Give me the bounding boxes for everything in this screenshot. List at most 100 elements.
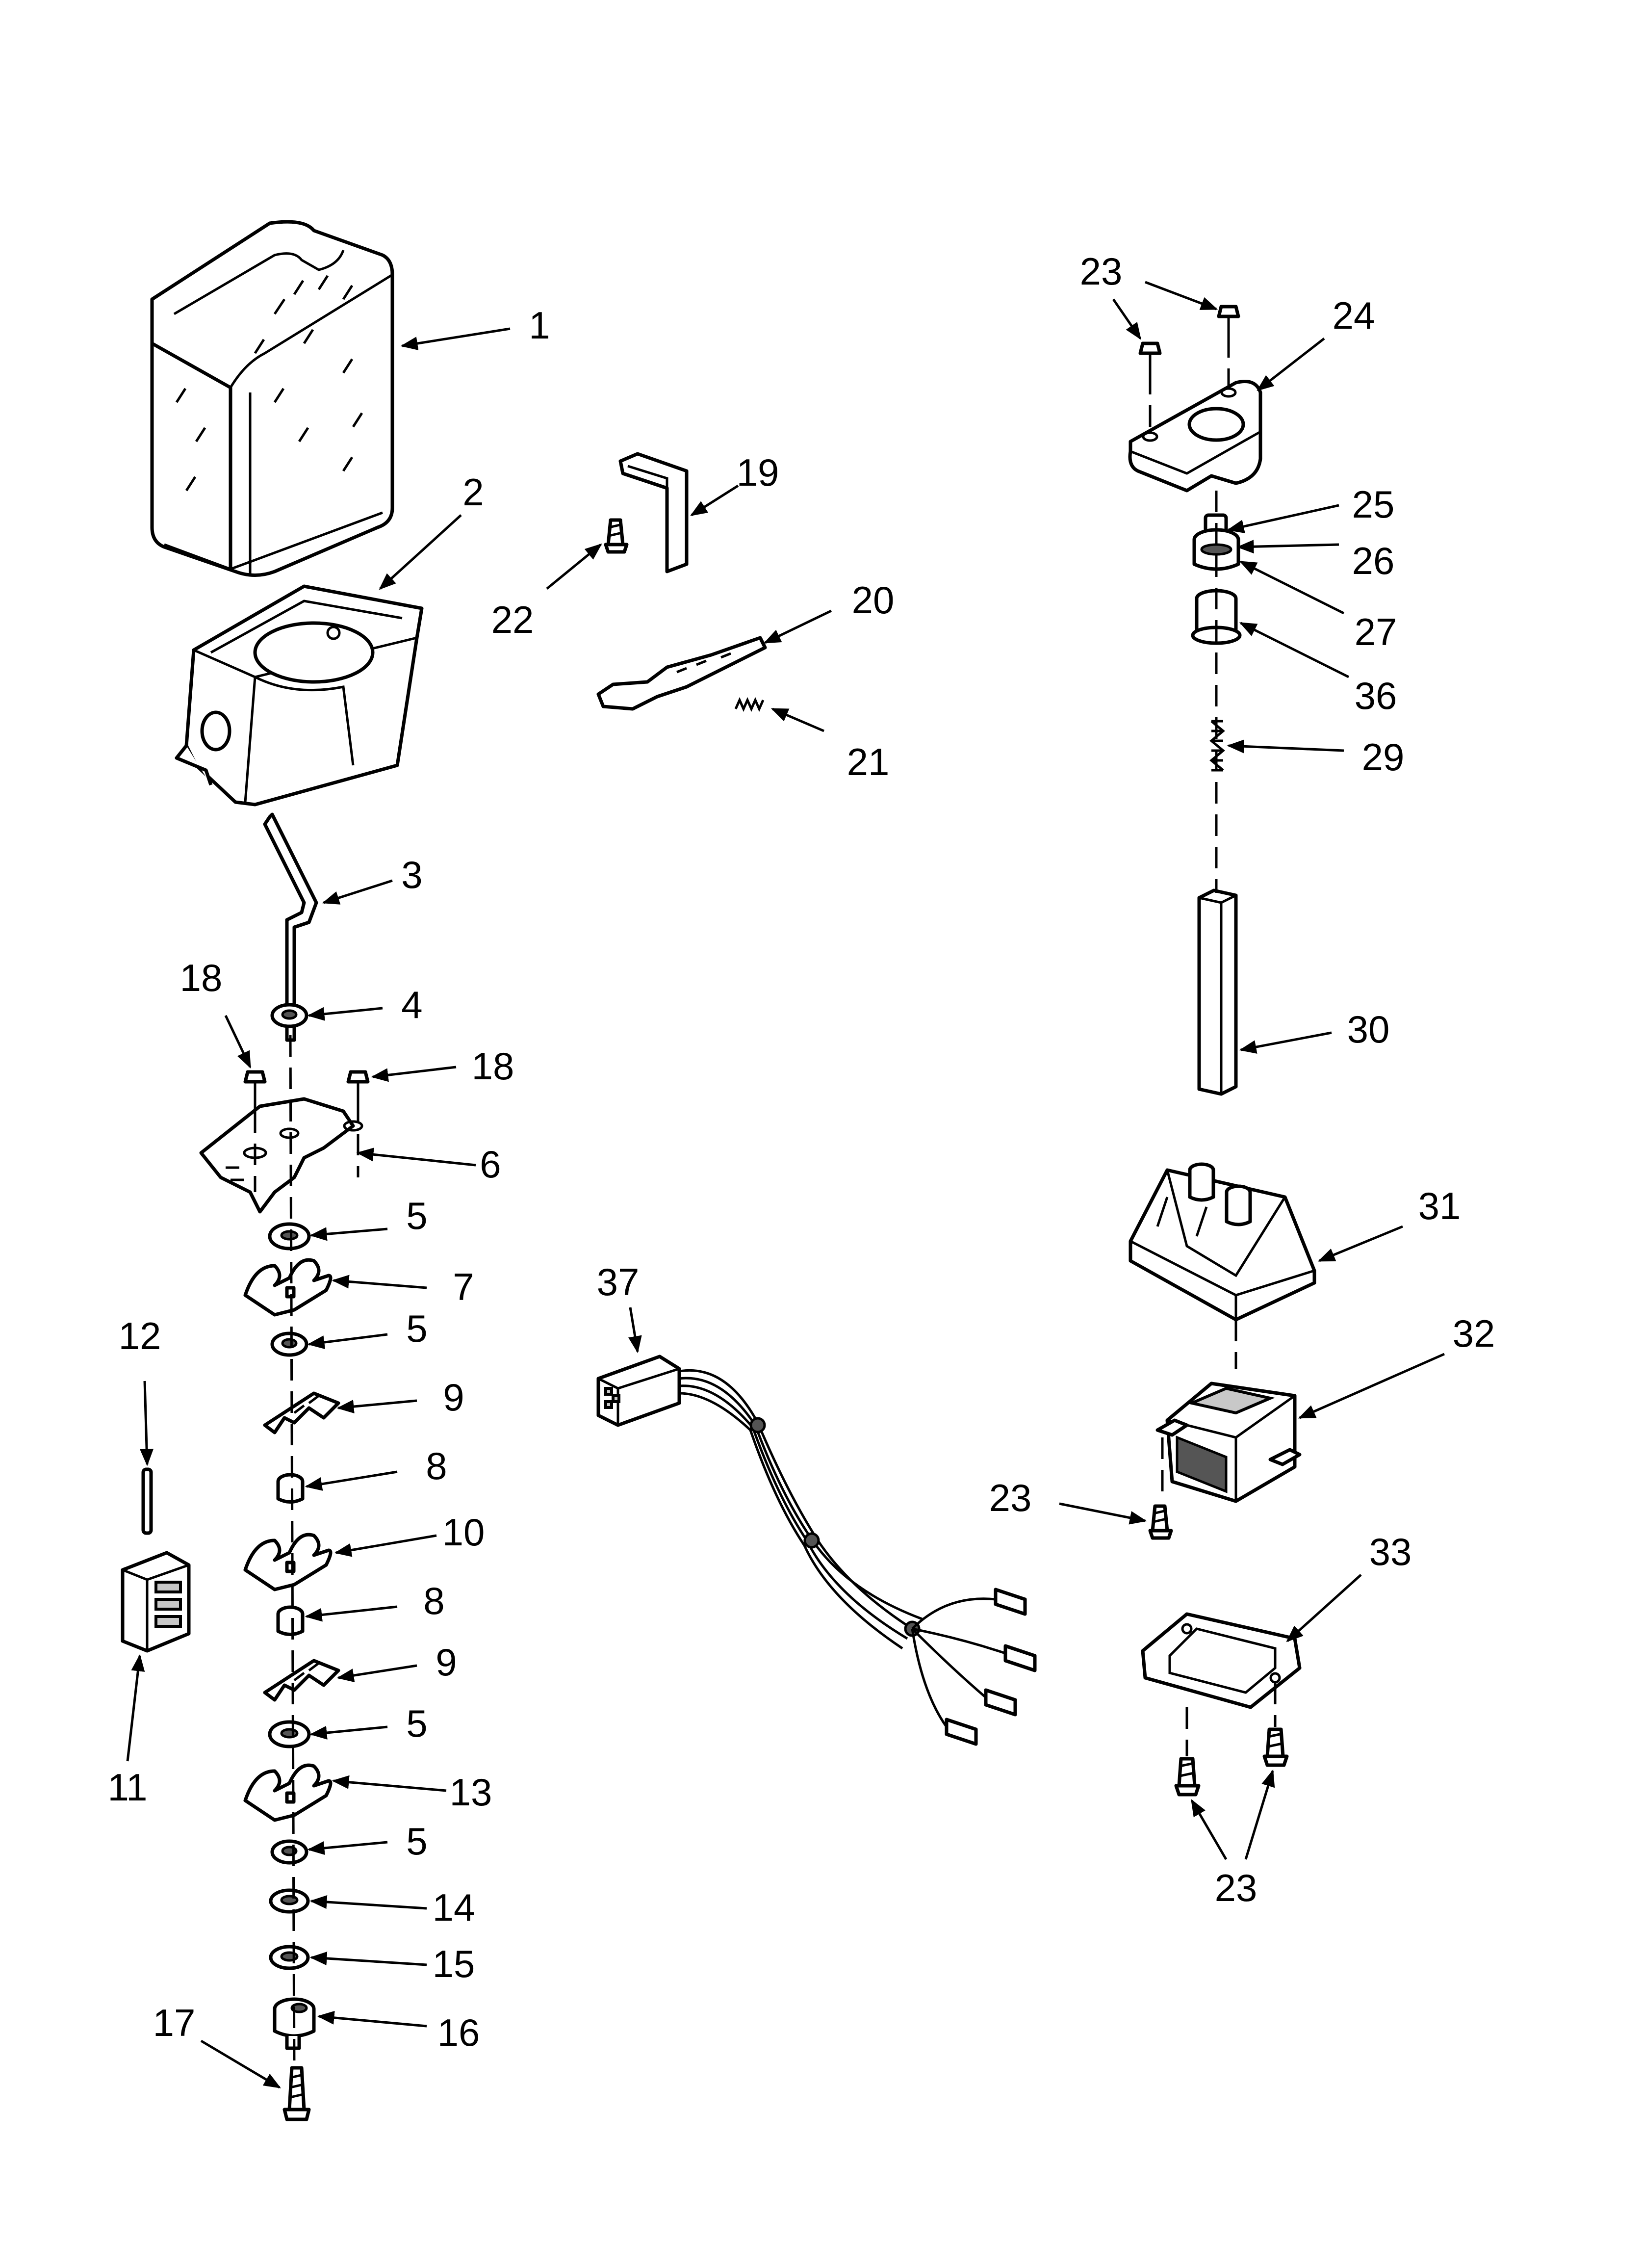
left-assembly-axis bbox=[289, 1035, 296, 2071]
leader-12 bbox=[140, 1381, 154, 1466]
part-1-ice-bin bbox=[150, 220, 394, 577]
part-37-wire-harness bbox=[596, 1355, 1037, 1746]
leader-13 bbox=[332, 1775, 447, 1792]
leader-6 bbox=[356, 1147, 476, 1167]
callout-22: 22 bbox=[491, 598, 534, 641]
part-14-washer bbox=[269, 1888, 310, 1914]
leader-5c bbox=[309, 1725, 388, 1740]
callout-30: 30 bbox=[1347, 1008, 1390, 1051]
leader-27 bbox=[1239, 560, 1345, 615]
callout-27: 27 bbox=[1355, 610, 1397, 653]
leader-7 bbox=[332, 1275, 427, 1289]
part-4-washer bbox=[270, 1003, 308, 1028]
part-8-spacer-b bbox=[276, 1605, 305, 1636]
leader-4 bbox=[307, 1007, 383, 1021]
leader-22 bbox=[546, 543, 602, 590]
callout-5-d: 5 bbox=[406, 1820, 427, 1863]
callout-23-bottom: 23 bbox=[1215, 1866, 1257, 1909]
callout-13: 13 bbox=[450, 1771, 492, 1814]
leader-23b bbox=[1059, 1502, 1147, 1525]
part-8-spacer-a bbox=[276, 1473, 305, 1504]
part-32-motor bbox=[1155, 1382, 1302, 1503]
callout-20: 20 bbox=[852, 578, 895, 622]
callout-18-left: 18 bbox=[180, 956, 223, 999]
callout-11: 11 bbox=[108, 1766, 148, 1809]
part-31-motor-housing bbox=[1129, 1162, 1316, 1322]
leader-18b bbox=[371, 1066, 457, 1082]
leader-8b bbox=[305, 1605, 398, 1622]
leader-16 bbox=[317, 2010, 427, 2028]
leader-33 bbox=[1286, 1574, 1362, 1642]
part-24-bracket bbox=[1128, 380, 1262, 493]
callout-10: 10 bbox=[442, 1511, 485, 1554]
callout-7: 7 bbox=[453, 1265, 474, 1308]
part-9-blade-b bbox=[263, 1659, 340, 1702]
callout-6: 6 bbox=[480, 1143, 501, 1186]
callout-18-right: 18 bbox=[472, 1044, 514, 1088]
leader-9b bbox=[336, 1664, 417, 1682]
leader-2 bbox=[379, 514, 462, 590]
callout-29: 29 bbox=[1362, 735, 1405, 779]
part-20-lever bbox=[596, 636, 767, 711]
callout-9-a: 9 bbox=[443, 1376, 464, 1419]
leader-15 bbox=[309, 1952, 427, 1966]
part-13-cam bbox=[243, 1763, 333, 1822]
callout-14: 14 bbox=[433, 1886, 475, 1929]
leader-30 bbox=[1239, 1031, 1332, 1054]
part-23-screw-b bbox=[1217, 305, 1240, 336]
callout-24: 24 bbox=[1333, 294, 1375, 337]
callout-23-mid: 23 bbox=[989, 1476, 1032, 1519]
part-5-washer-b bbox=[270, 1331, 308, 1357]
callout-5-b: 5 bbox=[406, 1307, 427, 1350]
part-23-screw-c bbox=[1148, 1504, 1173, 1540]
callout-25: 25 bbox=[1352, 483, 1395, 526]
leader-14 bbox=[309, 1895, 427, 1910]
callout-37: 37 bbox=[597, 1260, 640, 1303]
part-12-pin bbox=[141, 1467, 153, 1535]
leader-17 bbox=[200, 2039, 282, 2089]
leader-31 bbox=[1317, 1225, 1403, 1262]
leader-5a bbox=[309, 1227, 388, 1241]
callout-5-a: 5 bbox=[406, 1194, 427, 1237]
part-6-mounting-plate bbox=[199, 1097, 363, 1214]
part-15-washer bbox=[269, 1945, 310, 1970]
part-33-gasket bbox=[1141, 1612, 1302, 1709]
part-21-spring bbox=[734, 697, 765, 712]
part-5-washer-d bbox=[270, 1839, 308, 1865]
leader-5b bbox=[307, 1333, 388, 1349]
part-18-screw-a bbox=[243, 1070, 267, 1111]
callout-9-b: 9 bbox=[436, 1641, 457, 1684]
leader-37 bbox=[628, 1307, 642, 1354]
callout-3: 3 bbox=[401, 853, 422, 896]
part-23-screw-e bbox=[1262, 1727, 1289, 1767]
callout-8-b: 8 bbox=[423, 1579, 444, 1622]
callout-26: 26 bbox=[1352, 539, 1395, 582]
callout-4: 4 bbox=[401, 983, 422, 1026]
leader-10 bbox=[334, 1534, 437, 1557]
part-17-screw bbox=[282, 2066, 311, 2121]
leader-5d bbox=[307, 1841, 388, 1855]
leader-20 bbox=[763, 609, 832, 644]
leader-23c-2 bbox=[1244, 1769, 1275, 1860]
part-23-screw-d bbox=[1174, 1757, 1201, 1797]
leader-36 bbox=[1239, 622, 1350, 678]
leader-23a-1 bbox=[1112, 298, 1142, 340]
callout-1: 1 bbox=[529, 304, 550, 347]
leader-18a bbox=[224, 1015, 252, 1069]
callout-33: 33 bbox=[1369, 1530, 1412, 1573]
callout-17: 17 bbox=[153, 2001, 196, 2044]
leader-19 bbox=[690, 484, 739, 517]
leader-21 bbox=[770, 707, 824, 732]
part-30-shaft bbox=[1197, 888, 1238, 1096]
part-9-blade-a bbox=[263, 1391, 340, 1434]
leader-26 bbox=[1236, 540, 1339, 554]
callout-8-a: 8 bbox=[426, 1444, 447, 1487]
leader-11 bbox=[126, 1654, 145, 1762]
part-5-washer-c bbox=[268, 1720, 311, 1748]
part-10-cam bbox=[243, 1533, 333, 1591]
leader-32 bbox=[1298, 1353, 1445, 1419]
leader-25 bbox=[1227, 504, 1339, 533]
part-5-washer-a bbox=[268, 1222, 311, 1251]
callout-19: 19 bbox=[737, 451, 779, 494]
